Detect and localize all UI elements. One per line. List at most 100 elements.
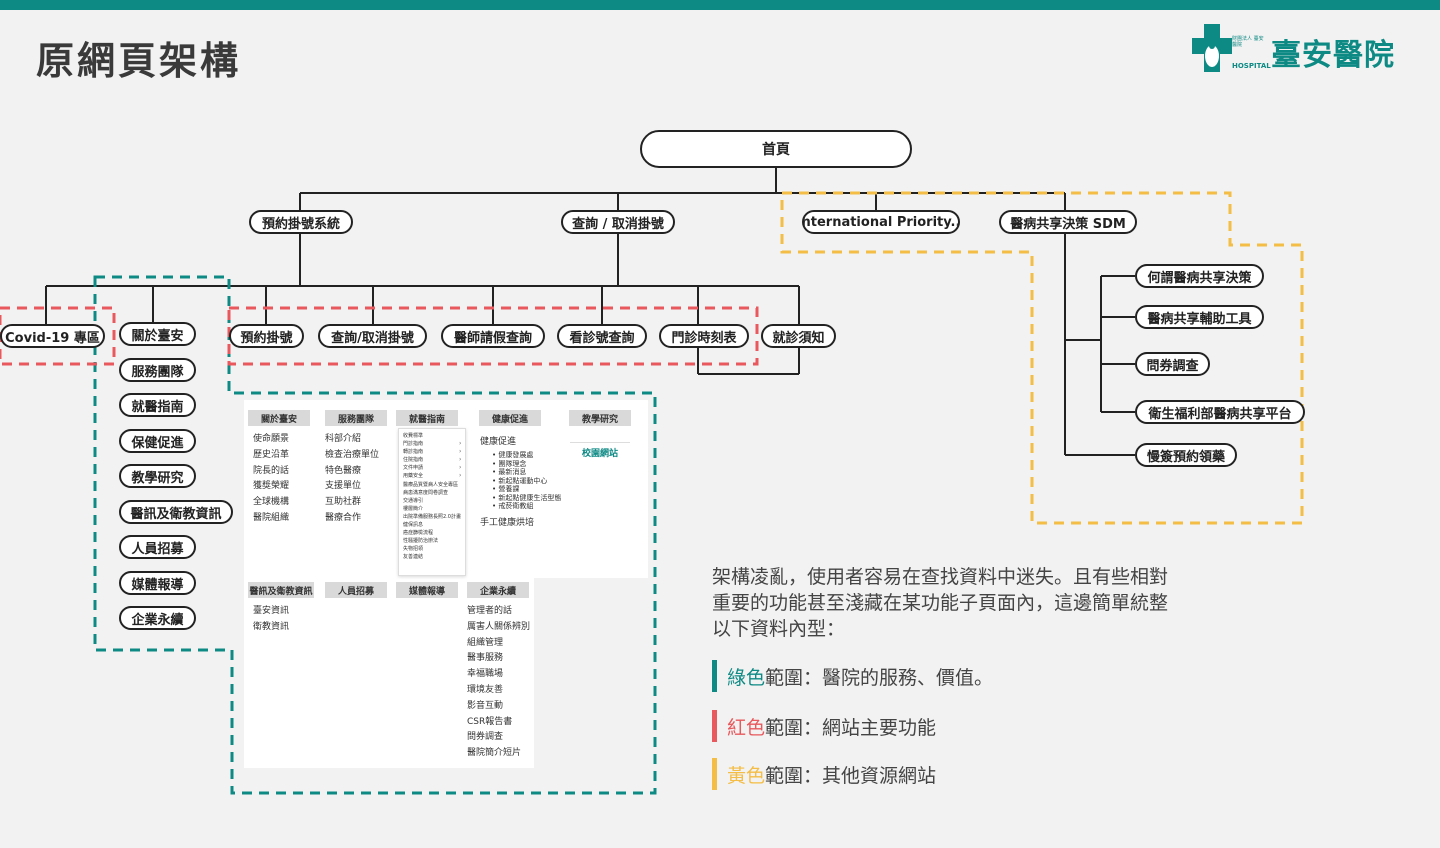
health-bullet: • 新起點健康生活型態 — [492, 493, 562, 502]
legend-color-word: 綠色 — [727, 666, 766, 689]
node-doctor-leave: 醫師請假查詢 — [441, 324, 545, 348]
node-sdm: 醫病共享決策 SDM — [999, 210, 1137, 234]
menu-head-media: 媒體報導 — [396, 582, 458, 598]
menu-item: 醫院組織 — [253, 512, 290, 523]
dropdown-item: 出院準備服務長照2.0計畫 — [403, 513, 461, 520]
node-sdm-platform: 衛生福利部醫病共享平台 — [1135, 400, 1305, 424]
logo-small-text: 財團法人 臺安 醫院 — [1232, 36, 1264, 48]
dropdown-item: 性騷擾防治辦法 — [403, 538, 439, 545]
node-recruit: 人員招募 — [119, 535, 196, 559]
menu-item: 使命願景 — [253, 434, 290, 444]
legend-green: 綠色範圍：醫院的服務、價值。 — [712, 660, 993, 692]
node-timetable: 門診時刻表 — [659, 324, 749, 348]
dropdown-item: 失物招領 — [403, 546, 424, 553]
menu-head-news: 醫訊及衛教資訊 — [248, 582, 314, 598]
dropdown-item: 文件申請 — [403, 465, 424, 472]
dropdown-item: 轉診指南 — [403, 449, 424, 456]
menu-list-news: 臺安資訊 衛教資訊 — [253, 604, 289, 636]
node-sdm-tools: 醫病共享輔助工具 — [1135, 305, 1264, 329]
health-bullet: • 團隊理念 — [492, 459, 527, 468]
node-sdm-survey: 問券調查 — [1135, 352, 1210, 376]
node-query-cancel: 查詢 / 取消掛號 — [561, 210, 675, 234]
node-sdm-refill: 慢簽預約領藥 — [1135, 443, 1237, 467]
menu-item: 醫事服務 — [467, 653, 504, 664]
menu-item: 歷史沿革 — [253, 449, 290, 460]
menu-screenshot-bottom — [244, 578, 534, 768]
campus-link[interactable]: 校園網站 — [570, 442, 630, 461]
hospital-logo — [1192, 24, 1422, 72]
health-footer: 手工健康烘培 — [480, 517, 535, 528]
node-news: 醫訊及衛教資訊 — [119, 500, 233, 524]
dropdown-chevrons: › › › › › — [459, 440, 461, 480]
bullet-text: 戒菸衛教組 — [498, 502, 534, 510]
node-sustain: 企業永續 — [119, 606, 196, 630]
menu-item: CSR報告書 — [467, 716, 513, 727]
chevron-right-icon: › — [459, 472, 462, 480]
dropdown-item: 癌症篩檢流程 — [403, 530, 434, 537]
page-title: 原網頁架構 — [36, 39, 242, 83]
legend-text: 範圍：其他資源網站 — [765, 764, 937, 787]
menu-item: 幸福職場 — [467, 669, 504, 680]
menu-head-guide: 就醫指南 — [396, 410, 458, 426]
chevron-right-icon: › — [459, 448, 462, 456]
health-bullet: • 最新消息 — [492, 468, 527, 476]
menu-head-teaching: 教學研究 — [569, 410, 631, 426]
top-accent-bar — [0, 0, 1440, 10]
menu-item: 影音互動 — [467, 700, 504, 711]
legend-text: 範圍：網站主要功能 — [765, 716, 937, 739]
menu-item: 支援單位 — [325, 481, 362, 492]
dropdown-item: 醫療品質暨病人安全專區 — [403, 481, 459, 488]
chevron-right-icon: › — [459, 456, 462, 464]
menu-item: 問券調查 — [467, 732, 504, 743]
dropdown-item: 用藥安全 — [403, 473, 424, 480]
menu-item: 管理者的話 — [467, 606, 513, 616]
legend-yellow: 黃色範圍：其他資源網站 — [712, 758, 936, 790]
health-title: 健康促進 — [480, 437, 517, 447]
menu-list-about: 使命願景 歷史沿革 院長的話 獲獎榮耀 全球機構 醫院組織 — [253, 432, 289, 527]
node-teaching: 教學研究 — [119, 464, 196, 488]
menu-list-sustain: 管理者的話 厲害人關係辨別 組織管理 醫事服務 幸福職場 環境友善 影音互動 C… — [467, 604, 530, 762]
dropdown-item: 交通導引 — [403, 497, 424, 504]
legend-color-word: 紅色 — [727, 716, 766, 739]
menu-item: 環境友善 — [467, 684, 504, 695]
bullet-text: 營養課 — [498, 485, 520, 493]
menu-list-service: 科部介紹 檢查治療單位 特色醫療 支援單位 互助社群 醫療合作 — [325, 432, 379, 527]
guide-dropdown: 收費標準 門診指南 轉診指南 住院指南 文件申請 用藥安全 醫療品質暨病人安全專… — [398, 428, 466, 576]
health-bullet: • 戒菸衛教組 — [492, 502, 534, 510]
menu-head-recruit: 人員招募 — [325, 582, 387, 598]
legend-text: 範圍：醫院的服務、價值。 — [765, 666, 994, 689]
menu-item: 獲獎榮耀 — [253, 481, 290, 492]
node-service-team: 服務團隊 — [119, 358, 196, 382]
menu-item: 全球機構 — [253, 497, 290, 508]
menu-item: 檢查治療單位 — [325, 449, 380, 460]
bullet-text: 團隊理念 — [498, 459, 527, 468]
node-booking: 預約掛號 — [229, 324, 304, 348]
menu-item: 衛教資訊 — [253, 621, 290, 632]
dropdown-item: 病患滿意度問卷調查 — [403, 489, 449, 496]
node-clinic-number: 看診號查詢 — [557, 324, 647, 348]
chevron-right-icon: › — [459, 440, 462, 447]
dropdown-item: 友善連結 — [403, 554, 424, 561]
menu-item: 臺安資訊 — [253, 606, 290, 616]
legend-bar-green — [712, 660, 717, 692]
menu-item: 互助社群 — [325, 497, 362, 508]
dropdown-item: 樓層簡介 — [403, 505, 424, 512]
cross-logo-icon — [1192, 24, 1232, 72]
menu-item: 醫療合作 — [325, 512, 362, 523]
health-list: 健康促進 • 健康發展處 • 團隊理念 • 最新消息 • 新起點運動中心 • 營… — [480, 434, 561, 528]
menu-item: 科部介紹 — [325, 434, 362, 444]
bullet-text: 新起點健康生活型態 — [498, 493, 562, 502]
health-bullet: • 營養課 — [492, 485, 520, 493]
menu-item: 醫院簡介短片 — [467, 748, 522, 759]
bullet-text: 最新消息 — [498, 468, 527, 476]
node-query: 查詢/取消掛號 — [318, 324, 427, 348]
node-visit-notice: 就診須知 — [761, 324, 836, 348]
menu-head-health: 健康促進 — [479, 410, 541, 426]
bullet-text: 健康發展處 — [498, 451, 534, 459]
dropdown-item: 住院指南 — [403, 457, 424, 464]
logo-name: 臺安醫院 — [1271, 38, 1395, 73]
health-bullet: • 新起點運動中心 — [492, 476, 548, 485]
logo-hospital-label: HOSPITAL — [1232, 62, 1271, 70]
legend-bar-yellow — [712, 758, 717, 790]
node-health: 保健促進 — [119, 429, 196, 453]
